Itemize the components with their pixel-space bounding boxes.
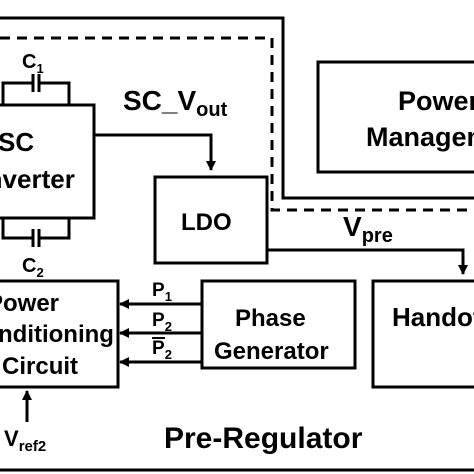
sc-converter-block [0,103,96,220]
power-management-block [316,60,474,174]
sc-vout-label: SC_Vout [123,85,228,121]
vpre-wire [267,248,468,275]
ldo-block [153,175,269,265]
power-conditioning-label-1: Power [0,290,59,317]
pre-regulator-label: Pre-Regulator [164,422,363,455]
phase-generator-block [200,279,357,370]
p2bar-label: P2 [152,338,172,362]
sc-vout-wire [94,133,216,171]
sc-converter-label-1: SC [0,127,34,157]
p1-label: P1 [152,280,172,304]
power-management-label-1: Power [398,86,474,116]
c1-label: C1 [22,51,44,76]
handoff-block [371,279,474,389]
phase-generator-label-2: Generator [214,338,329,365]
vpre-label: Vpre [343,211,393,247]
power-conditioning-label-2: Conditioning [0,321,114,348]
power-conditioning-block [0,279,120,389]
vref2-label: Vref2 [4,426,46,455]
ldo-label: LDO [181,209,232,236]
phase-generator-label-1: Phase [235,305,306,332]
power-management-dashed-region [0,36,474,212]
capacitor-c1 [1,74,71,105]
p2-label: P2 [152,310,172,334]
handoff-label: Handoff [392,302,474,332]
c2-label: C2 [22,255,44,280]
sc-converter-label-2: Converter [0,164,75,194]
pre-regulator-boundary [0,16,474,200]
power-conditioning-label-3: Circuit [2,353,78,380]
power-management-label-2: Management [366,122,474,152]
capacitor-c2 [1,218,71,247]
